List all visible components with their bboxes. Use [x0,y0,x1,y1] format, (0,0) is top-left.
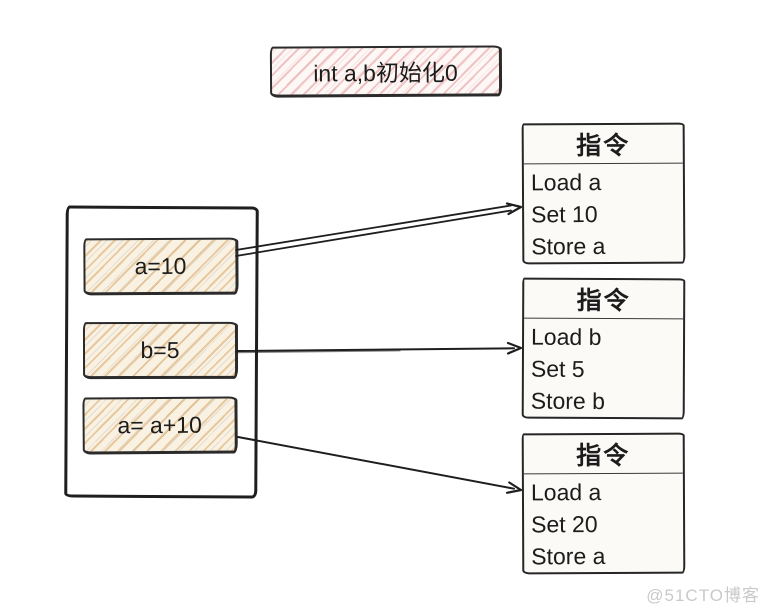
instruction-box-2-body: Load b Set 5 Store b [524,319,683,418]
instruction-box-1-body: Load a Set 10 Store a [524,164,684,263]
instruction-line: Store a [531,542,606,570]
instruction-box-2-header: 指令 [524,279,684,320]
instruction-box-1: 指令 Load a Set 10 Store a [521,122,686,265]
code-box-b-equals-5: b=5 [82,321,239,380]
arrow-aplus10-to-instr3-icon [237,436,523,494]
instruction-box-2: 指令 Load b Set 5 Store b [521,277,686,420]
instruction-line: Store b [530,387,605,415]
arrow-a10-to-instr1-icon [235,202,523,257]
instruction-line: Load b [530,323,602,350]
instruction-box-3-body: Load a Set 20 Store a [524,474,683,573]
code-box-a-equals-a-plus-10: a= a+10 [82,396,238,455]
code-box-label: a=10 [134,252,187,279]
arrow-b5-to-instr2-icon [236,341,523,355]
instruction-line: Store a [531,232,606,260]
instruction-line: Load a [530,169,602,196]
code-box-label: a= a+10 [117,411,202,438]
code-box-label: b=5 [140,336,180,363]
instruction-line: Load a [530,479,602,506]
instruction-line: Set 10 [531,201,598,228]
code-box-a-equals-10: a=10 [83,237,239,296]
watermark: @51CTO博客 [646,586,760,605]
instruction-box-3: 指令 Load a Set 20 Store a [521,432,686,575]
instruction-line: Set 5 [530,355,585,382]
init-statement-box: int a,b初始化0 [269,45,503,98]
instruction-line: Set 20 [531,511,598,538]
code-panel: a=10 b=5 a= a+10 [64,205,259,499]
instruction-box-1-header: 指令 [523,124,683,165]
init-statement-label: int a,b初始化0 [313,59,458,87]
instruction-box-3-header: 指令 [523,434,683,475]
